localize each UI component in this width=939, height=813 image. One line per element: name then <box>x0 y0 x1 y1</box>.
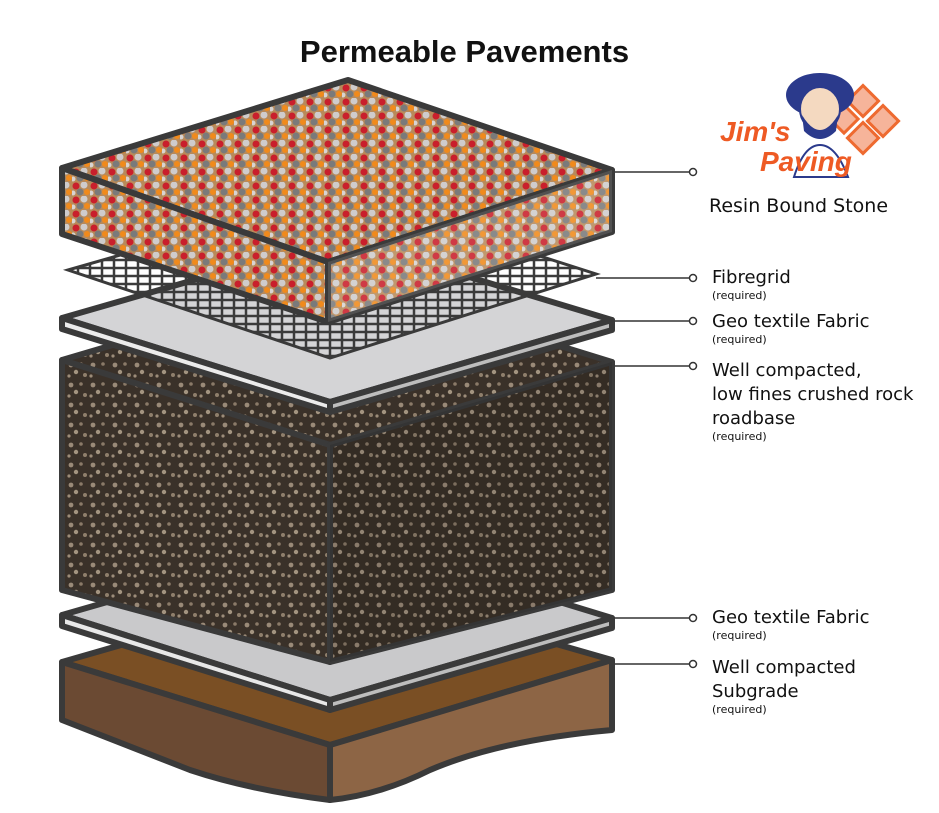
jims-paving-logo: Jim's Paving <box>712 65 912 190</box>
label-text-line3: roadbase <box>712 408 796 429</box>
label-note: (required) <box>712 333 767 346</box>
label-note: (required) <box>712 289 767 302</box>
title-text: Permeable Pavements <box>299 34 630 69</box>
label-geotextile-lower: Geo textile Fabric (required) <box>712 606 870 642</box>
label-note: (required) <box>712 430 767 443</box>
label-text-line1: Well compacted <box>712 657 856 678</box>
leader-lines <box>596 167 698 669</box>
label-text-line2: low fines crushed rock <box>712 384 914 405</box>
logo-line1: Jim's <box>720 116 791 147</box>
label-subgrade: Well compacted Subgrade (required) <box>712 656 856 716</box>
label-text-line2: Subgrade <box>712 681 799 702</box>
label-fibregrid: Fibregrid (required) <box>712 266 791 302</box>
label-note: (required) <box>712 629 767 642</box>
logo-figure-icon <box>786 73 901 178</box>
logo-subtitle: Resin Bound Stone <box>709 195 889 217</box>
label-geotextile-upper: Geo textile Fabric (required) <box>712 310 870 346</box>
logo-wordmark: Jim's Paving <box>720 117 852 177</box>
page-title: Permeable Pavements <box>0 34 939 70</box>
resin-bound-stone-layer <box>59 77 615 325</box>
label-roadbase: Well compacted, low fines crushed rock r… <box>712 359 913 443</box>
label-text: Geo textile Fabric <box>712 311 870 332</box>
label-text: Geo textile Fabric <box>712 607 870 628</box>
logo-line2: Paving <box>760 146 852 177</box>
label-note: (required) <box>712 703 767 716</box>
label-text: Fibregrid <box>712 267 791 288</box>
label-text-line1: Well compacted, <box>712 360 862 381</box>
